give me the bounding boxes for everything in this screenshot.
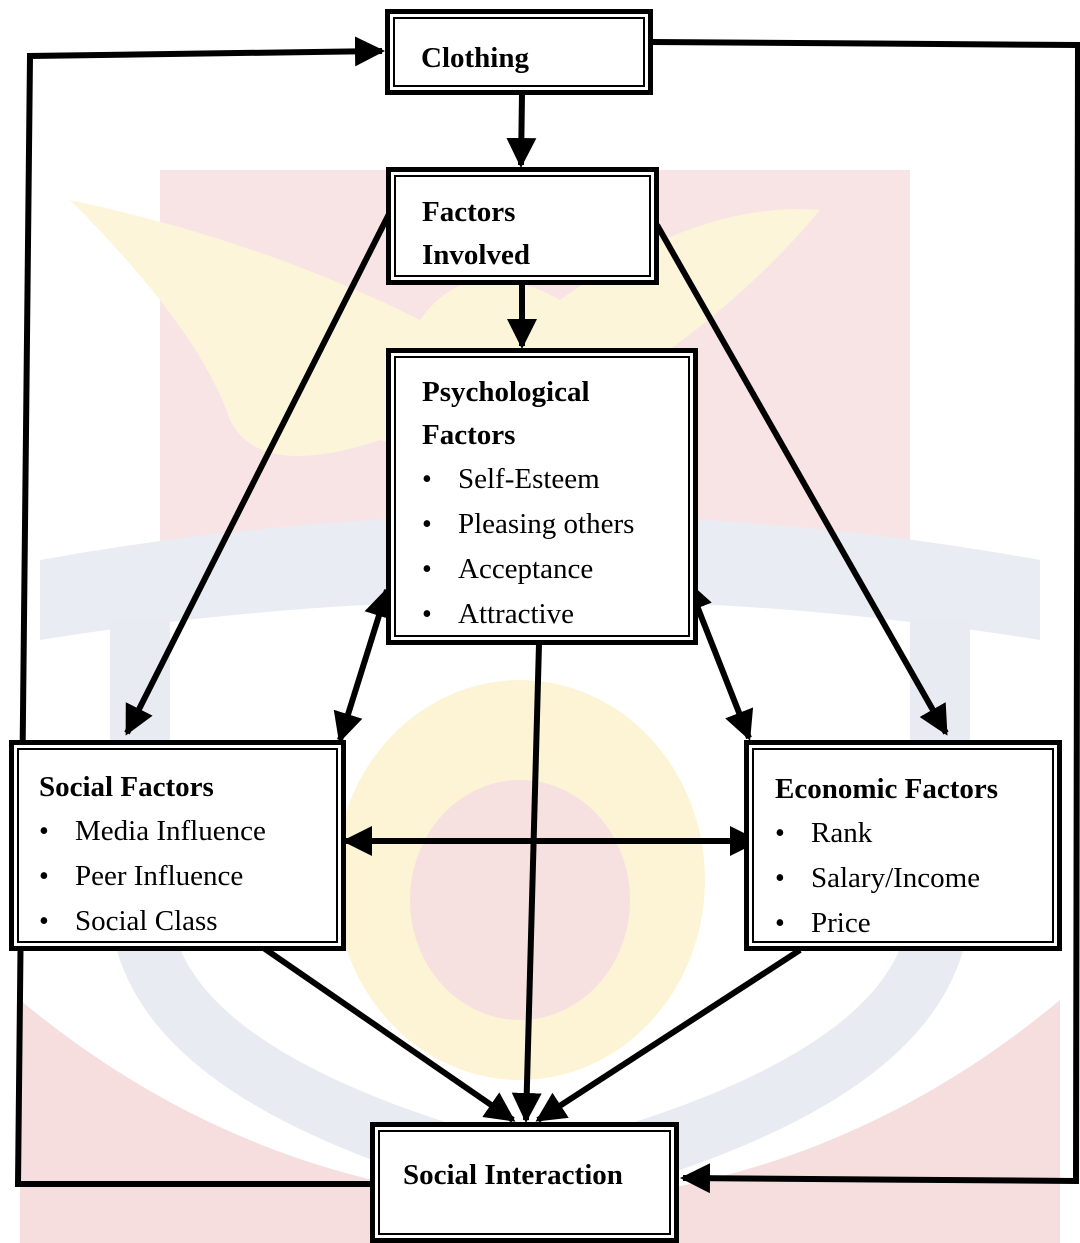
arrow-clothing-loop-to-interaction <box>651 39 1080 1194</box>
arrow-clothing-to-factors <box>506 93 537 168</box>
social-factor-item: Peer Influence <box>39 854 336 899</box>
economic-factor-item: Salary/Income <box>775 856 1052 901</box>
arrow-factors-to-social <box>124 206 395 736</box>
arrow-interaction-loop-to-clothing <box>14 36 385 1187</box>
economic-factor-list: Rank Salary/Income Price <box>775 811 1052 946</box>
node-factors-involved-title-line1: Factors <box>422 196 516 228</box>
economic-factor-item: Price <box>775 901 1052 946</box>
arrow-factors-to-economic <box>654 223 949 736</box>
social-factor-item: Social Class <box>39 899 336 944</box>
social-factor-list: Media Influence Peer Influence Social Cl… <box>39 809 336 944</box>
node-psychological-title-line1: Psychological <box>422 376 590 408</box>
arrow-psychological-to-interaction <box>511 643 542 1123</box>
psychological-factor-item: Acceptance <box>422 547 688 592</box>
arrow-economic-to-interaction <box>535 947 802 1123</box>
node-social-interaction-title: Social Interaction <box>403 1159 623 1191</box>
node-psychological-title-line2: Factors <box>422 419 516 451</box>
psychological-factor-item: Attractive <box>422 592 688 637</box>
node-factors-involved: Factors Involved <box>386 167 659 285</box>
node-social-factors: Social Factors Media Influence Peer Infl… <box>9 740 346 951</box>
node-economic-title: Economic Factors <box>775 773 999 805</box>
node-clothing-title: Clothing <box>421 42 529 74</box>
psychological-factor-item: Pleasing others <box>422 502 688 547</box>
social-factor-item: Media Influence <box>39 809 336 854</box>
node-factors-involved-title-line2: Involved <box>422 239 530 271</box>
psychological-factor-list: Self-Esteem Pleasing others Acceptance A… <box>422 457 688 637</box>
node-social-title: Social Factors <box>39 771 214 803</box>
node-psychological-factors: Psychological Factors Self-Esteem Pleasi… <box>386 348 698 645</box>
arrow-psychological-economic <box>683 580 754 741</box>
arrow-psychological-social <box>333 587 394 743</box>
node-clothing: Clothing <box>385 9 653 95</box>
node-economic-factors: Economic Factors Rank Salary/Income Pric… <box>744 740 1062 951</box>
psychological-factor-item: Self-Esteem <box>422 457 688 502</box>
node-social-interaction: Social Interaction <box>370 1122 679 1243</box>
arrow-social-to-interaction <box>250 937 516 1123</box>
economic-factor-item: Rank <box>775 811 1052 856</box>
